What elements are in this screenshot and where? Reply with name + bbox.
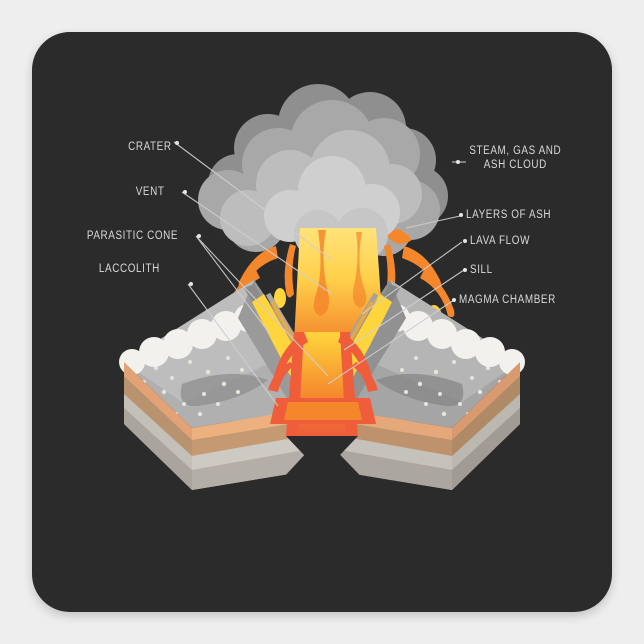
- volcano-illustration: [119, 84, 525, 492]
- label-dot-crater: [175, 141, 179, 145]
- label-dot-magma-chamber: [452, 298, 456, 302]
- label-parasitic-cone: PARASITIC CONE: [86, 230, 178, 242]
- label-steam-gas-ash-cloud: STEAM, GAS AND ASH CLOUD: [468, 144, 563, 172]
- label-vent: VENT: [135, 186, 164, 198]
- label-dot-vent: [183, 190, 187, 194]
- label-crater: CRATER: [128, 141, 172, 153]
- magma-chamber: [268, 332, 378, 492]
- label-dot-laccolith: [189, 282, 193, 286]
- label-dot-layers-of-ash: [459, 213, 463, 217]
- ash-cloud: [198, 84, 448, 260]
- label-dot-lava-flow: [463, 239, 467, 243]
- square-sticker: CRATER VENT PARASITIC CONE LACCOLITH STE…: [32, 32, 612, 612]
- label-dot-steam-cloud: [456, 160, 460, 164]
- label-line-1: STEAM, GAS AND: [469, 145, 562, 157]
- label-lava-flow: LAVA FLOW: [470, 235, 531, 247]
- label-magma-chamber: MAGMA CHAMBER: [459, 294, 556, 306]
- label-layers-of-ash: LAYERS OF ASH: [466, 209, 552, 221]
- label-sill: SILL: [470, 264, 493, 276]
- label-laccolith: LACCOLITH: [99, 263, 160, 275]
- eruption-column: [294, 228, 384, 342]
- label-dot-parasitic-cone: [197, 234, 201, 238]
- label-line-2: ASH CLOUD: [483, 159, 547, 171]
- label-dot-sill: [463, 268, 467, 272]
